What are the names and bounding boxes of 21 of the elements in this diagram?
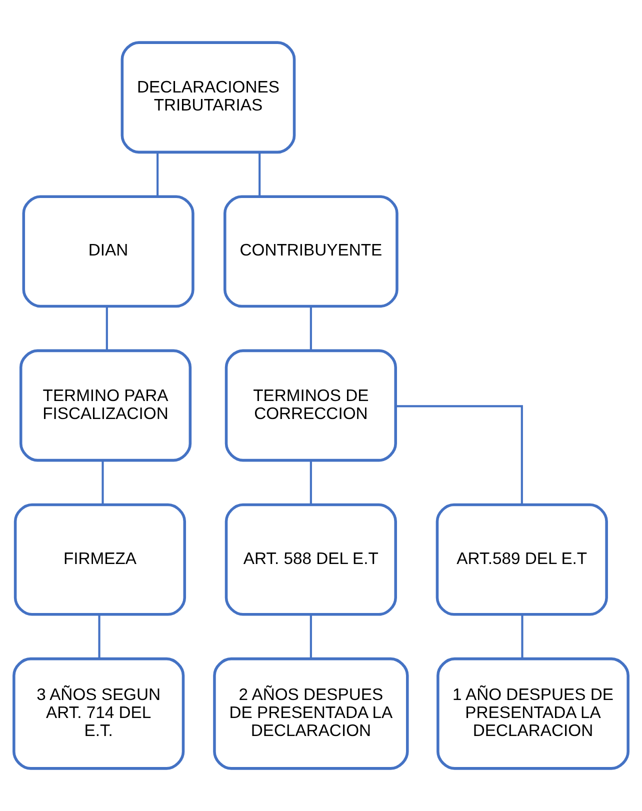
- node-box: 3 AÑOS SEGUN ART. 714 DEL E.T.: [12, 657, 185, 770]
- connector: [102, 460, 104, 504]
- connector: [396, 405, 523, 505]
- node-box: ART. 588 DEL E.T: [224, 503, 397, 616]
- node-box: TERMINOS DE CORRECCION: [224, 349, 397, 462]
- node-box: 1 AÑO DESPUES DE PRESENTADA LA DECLARACION: [436, 657, 630, 770]
- node-box: DECLARACIONES TRIBUTARIAS: [120, 41, 296, 154]
- node-box: DIAN: [22, 195, 194, 308]
- node-box: CONTRIBUYENTE: [224, 195, 398, 308]
- connector: [258, 152, 261, 196]
- node-box: FIRMEZA: [14, 503, 186, 616]
- connector: [98, 614, 100, 658]
- node-box: 2 AÑOS DESPUES DE PRESENTADA LA DECLARACION: [213, 657, 409, 770]
- connector: [310, 306, 312, 350]
- connector: [106, 306, 108, 350]
- connector: [310, 614, 312, 658]
- node-box: ART.589 DEL E.T: [436, 503, 608, 616]
- connector: [310, 460, 312, 504]
- connector: [521, 614, 524, 658]
- node-box: TERMINO PARA FISCALIZACION: [19, 349, 192, 462]
- connector: [156, 152, 159, 196]
